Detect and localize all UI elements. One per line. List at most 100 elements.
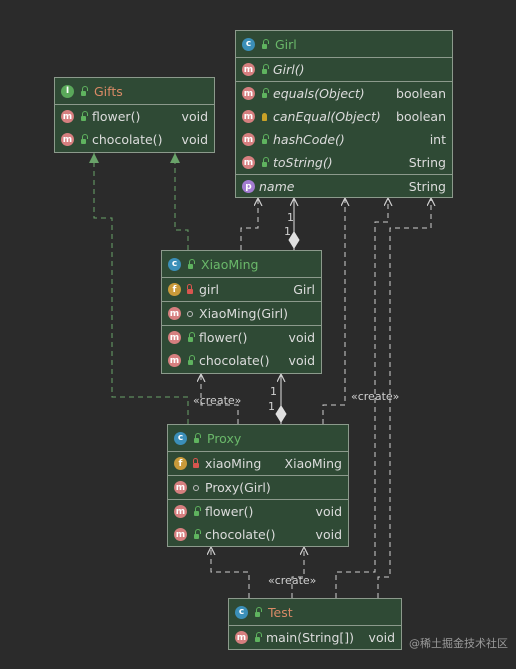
class-girl[interactable]: c Girl m Girl() m equals(Object) boolean… xyxy=(235,30,453,198)
method-row[interactable]: m chocolate() void xyxy=(162,349,321,372)
interface-gifts[interactable]: I Gifts m flower() void m chocolate() vo… xyxy=(54,77,215,153)
property-row[interactable]: p name String xyxy=(236,175,452,198)
field-type: Girl xyxy=(293,282,315,297)
public-icon xyxy=(259,134,269,146)
method-name: hashCode() xyxy=(273,132,345,147)
class-title: Test xyxy=(268,604,293,620)
multiplicity-label: 1 xyxy=(270,385,277,398)
multiplicity-label: 1 xyxy=(268,400,275,413)
method-name: chocolate() xyxy=(92,132,163,147)
method-row[interactable]: m toString() String xyxy=(236,151,452,174)
public-icon xyxy=(185,355,195,367)
field-name: girl xyxy=(199,282,220,297)
method-row[interactable]: m main(String[]) void xyxy=(229,626,401,649)
method-name: equals(Object) xyxy=(273,86,365,101)
method-icon: m xyxy=(168,354,181,367)
method-name: main(String[]) xyxy=(266,630,355,645)
private-icon xyxy=(185,284,195,296)
public-icon xyxy=(259,64,269,76)
method-name: chocolate() xyxy=(205,527,276,542)
multiplicity-label: 1 xyxy=(287,211,294,224)
class-title: XiaoMing xyxy=(201,256,259,272)
class-title: Proxy xyxy=(207,430,242,446)
field-row[interactable]: f girl Girl xyxy=(162,278,321,301)
public-icon xyxy=(259,88,269,100)
return-type: void xyxy=(181,109,208,124)
method-name: flower() xyxy=(92,109,141,124)
public-icon xyxy=(259,38,269,50)
field-name: xiaoMing xyxy=(205,456,262,471)
constructor-row[interactable]: m XiaoMing(Girl) xyxy=(162,302,321,325)
multiplicity-label: 1 xyxy=(284,225,291,238)
public-icon xyxy=(78,85,88,97)
return-type: String xyxy=(408,155,446,170)
method-row[interactable]: m flower() void xyxy=(55,105,214,128)
method-row[interactable]: m flower() void xyxy=(162,326,321,349)
method-name: flower() xyxy=(199,330,248,345)
method-name: canEqual(Object) xyxy=(273,109,381,124)
method-icon: m xyxy=(242,110,255,123)
edge-proxy-implements-gifts xyxy=(89,153,189,424)
package-private-icon xyxy=(191,482,201,494)
public-icon xyxy=(259,157,269,169)
public-icon xyxy=(191,506,201,518)
class-test[interactable]: c Test m main(String[]) void xyxy=(228,598,402,650)
return-type: void xyxy=(288,353,315,368)
class-header: c Girl xyxy=(236,31,452,57)
protected-icon xyxy=(259,111,269,123)
method-row[interactable]: m chocolate() void xyxy=(168,523,348,546)
class-header: c XiaoMing xyxy=(162,251,321,277)
create-stereotype-label: «create» xyxy=(268,574,317,587)
public-icon xyxy=(185,332,195,344)
public-icon xyxy=(252,606,262,618)
edge-test-creates-girl-b xyxy=(377,198,431,598)
package-private-icon xyxy=(185,308,195,320)
public-icon xyxy=(78,134,88,146)
method-row[interactable]: m hashCode() int xyxy=(236,128,452,151)
constructor-name: XiaoMing(Girl) xyxy=(199,306,288,321)
method-icon: m xyxy=(61,133,74,146)
class-icon: c xyxy=(242,37,255,51)
method-icon: m xyxy=(235,631,248,644)
method-row[interactable]: m canEqual(Object) boolean xyxy=(236,105,452,128)
method-name: chocolate() xyxy=(199,353,270,368)
property-type: String xyxy=(408,179,446,194)
class-title: Girl xyxy=(275,36,297,52)
edge-xiaoming-uses-girl xyxy=(240,198,258,250)
class-proxy[interactable]: c Proxy f xiaoMing XiaoMing m Proxy(Girl… xyxy=(167,424,349,547)
property-icon: p xyxy=(242,180,255,193)
constructor-name: Proxy(Girl) xyxy=(205,480,271,495)
edge-test-uses-proxy-b xyxy=(291,547,304,598)
public-icon xyxy=(191,432,201,444)
aggregation-diamond-xiaoming xyxy=(275,405,287,423)
field-row[interactable]: f xiaoMing XiaoMing xyxy=(168,452,348,475)
public-icon xyxy=(252,632,262,644)
edge-xiaoming-implements-gifts xyxy=(170,153,189,250)
public-icon xyxy=(191,529,201,541)
edge-test-uses-proxy-a xyxy=(211,547,250,598)
return-type: void xyxy=(315,527,342,542)
return-type: boolean xyxy=(396,86,446,101)
constructor-row[interactable]: m Girl() xyxy=(236,58,452,81)
constructor-row[interactable]: m Proxy(Girl) xyxy=(168,476,348,499)
method-row[interactable]: m equals(Object) boolean xyxy=(236,82,452,105)
constructor-name: Girl() xyxy=(273,62,305,77)
method-row[interactable]: m flower() void xyxy=(168,500,348,523)
return-type: void xyxy=(181,132,208,147)
interface-icon: I xyxy=(61,84,74,98)
edge-proxy-creates-girl xyxy=(322,198,345,424)
edge-test-creates-girl-a xyxy=(335,198,388,598)
class-header: c Proxy xyxy=(168,425,348,451)
return-type: void xyxy=(288,330,315,345)
class-xiaoming[interactable]: c XiaoMing f girl Girl m XiaoMing(Girl) … xyxy=(161,250,322,374)
method-icon: m xyxy=(242,63,255,76)
method-icon: m xyxy=(174,528,187,541)
return-type: void xyxy=(368,630,395,645)
property-name: name xyxy=(259,179,295,194)
method-icon: m xyxy=(242,133,255,146)
class-icon: c xyxy=(235,605,248,619)
method-name: toString() xyxy=(273,155,333,170)
method-row[interactable]: m chocolate() void xyxy=(55,128,214,151)
class-icon: c xyxy=(174,431,187,445)
